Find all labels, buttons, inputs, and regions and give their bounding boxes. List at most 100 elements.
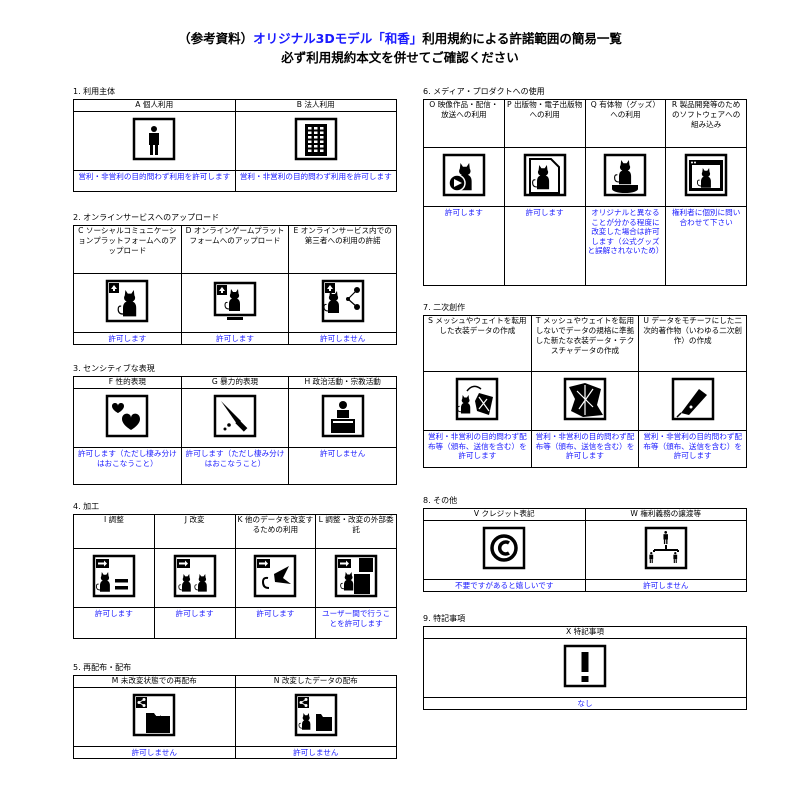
figure-goods-icon — [586, 148, 666, 206]
permission-status: 許可します — [74, 607, 154, 639]
permission-heading: O 映像作品・配信・放送への利用 — [424, 100, 504, 148]
section-title: 4. 加工 — [73, 502, 100, 511]
permission-heading: E オンラインサービス内での第三者への利用の許諾 — [289, 226, 397, 274]
permission-cell: D オンラインゲームプラットフォームへのアップロード許可します — [181, 226, 290, 345]
publication-icon — [505, 148, 585, 206]
title-prefix: （参考資料） — [178, 31, 254, 46]
permission-status: 許可しません — [585, 579, 746, 592]
title-suffix: 利用規約による許諾範囲の簡易一覧 — [422, 31, 622, 46]
copyright-icon — [424, 521, 585, 579]
permission-cell: B 法人利用営利・非営利の目的問わず利用を許可します — [235, 100, 397, 192]
adjust-equal-icon — [74, 549, 154, 607]
permission-heading: M 未改変状態での再配布 — [74, 676, 235, 688]
section-title: 3. センシティブな表現 — [73, 364, 155, 373]
permission-status: 許可しません — [289, 447, 397, 485]
permission-cell: U データをモチーフにした二次的著作物（いわゆる二次創作）の作成営利・非営利の目… — [639, 316, 747, 468]
permission-heading: B 法人利用 — [235, 100, 396, 112]
title-model-name: オリジナル3Dモデル「和香」 — [253, 31, 423, 46]
permission-cell: V クレジット表記不要ですがあると嬉しいです — [424, 509, 586, 592]
permission-grid: S メッシュやウェイトを転用した衣装データの作成営利・非営利の目的問わず配布等（… — [423, 315, 747, 468]
video-play-icon — [424, 148, 504, 206]
mesh-reuse-icon — [424, 372, 531, 430]
permission-heading: T メッシュやウェイトを転用しないでデータの規格に準拠した新たな衣装データ・テク… — [531, 316, 639, 372]
permission-cell: W 権利義務の譲渡等許可しません — [585, 509, 747, 592]
permission-heading: R 製品開発等のためのソフトウェアへの組み込み — [666, 100, 746, 148]
permission-status: 許可します — [235, 607, 316, 639]
permission-heading: G 暴力的表現 — [181, 377, 289, 389]
permission-status: 許可します — [74, 332, 181, 345]
upload-social-icon — [74, 274, 181, 332]
permission-cell: O 映像作品・配信・放送への利用許可します — [424, 100, 505, 286]
permission-heading: X 特記事項 — [424, 627, 746, 639]
permission-status: 許可しません — [74, 746, 235, 759]
page-title: （参考資料）オリジナル3Dモデル「和香」利用規約による許諾範囲の簡易一覧 — [0, 28, 800, 47]
permission-heading: W 権利義務の譲渡等 — [585, 509, 746, 521]
permission-cell: G 暴力的表現許可します（ただし棲み分けはおこなうこと） — [181, 377, 290, 485]
permission-heading: S メッシュやウェイトを転用した衣装データの作成 — [424, 316, 531, 372]
transfer-rights-icon — [586, 521, 747, 579]
permission-cell: X 特記事項なし — [424, 627, 746, 710]
permission-heading: F 性的表現 — [74, 377, 181, 389]
new-outfit-icon — [532, 372, 639, 430]
permission-cell: C ソーシャルコミュニケーションプラットフォームへのアップロード許可します — [74, 226, 182, 345]
use-for-other-icon — [236, 549, 316, 607]
permission-heading: V クレジット表記 — [424, 509, 585, 521]
permission-cell: T メッシュやウェイトを転用しないでデータの規格に準拠した新たな衣装データ・テク… — [531, 316, 640, 468]
permission-cell: R 製品開発等のためのソフトウェアへの組み込み権利者に個別に問い合わせて下さい — [666, 100, 746, 286]
permission-status: 許可します — [504, 206, 585, 286]
permission-cell: P 出版物・電子出版物への利用許可します — [504, 100, 586, 286]
pen-nib-icon — [639, 372, 746, 430]
permission-heading: C ソーシャルコミュニケーションプラットフォームへのアップロード — [74, 226, 181, 274]
permission-heading: N 改変したデータの配布 — [235, 676, 396, 688]
permission-status: 不要ですがあると嬉しいです — [424, 579, 585, 592]
permission-heading: A 個人利用 — [74, 100, 235, 112]
permission-grid: X 特記事項なし — [423, 626, 747, 710]
share-network-icon — [289, 274, 396, 332]
exclamation-icon — [424, 639, 746, 697]
permission-status: 営利・非営利の目的問わず利用を許可します — [74, 170, 235, 192]
section-title: 1. 利用主体 — [73, 87, 116, 96]
section-title: 9. 特記事項 — [423, 614, 466, 623]
permission-status: 営利・非営利の目的問わず配布等（頒布、送信を含む）を許可します — [639, 430, 747, 468]
distribute-modified-icon — [236, 688, 397, 746]
permission-status: 権利者に個別に問い合わせて下さい — [666, 206, 746, 286]
permission-status: 許可します（ただし棲み分けはおこなうこと） — [181, 447, 289, 485]
permission-cell: N 改変したデータの配布許可しません — [235, 676, 397, 759]
permission-heading: I 調整 — [74, 515, 154, 549]
hearts-icon — [74, 389, 181, 447]
permission-cell: M 未改変状態での再配布許可しません — [74, 676, 236, 759]
section-title: 6. メディア・プロダクトへの使用 — [423, 87, 545, 96]
permission-status: なし — [424, 697, 746, 710]
permission-heading: L 調整・改変の外部委託 — [316, 515, 396, 549]
permission-status: 許可しません — [289, 332, 397, 345]
permission-status: 許可します — [181, 332, 289, 345]
modify-cats-icon — [155, 549, 235, 607]
permission-status: オリジナルと異なることが分かる程度に改変した場合は許可します（公式グッズと誤解さ… — [585, 206, 666, 286]
knife-icon — [182, 389, 289, 447]
section-title: 5. 再配布・配布 — [73, 663, 132, 672]
permission-heading: K 他のデータを改変するための利用 — [235, 515, 316, 549]
permission-heading: Q 有体物（グッズ）への利用 — [585, 100, 666, 148]
permission-status: 許可します（ただし棲み分けはおこなうこと） — [74, 447, 181, 485]
permission-heading: H 政治活動・宗教活動 — [289, 377, 397, 389]
permission-status: 営利・非営利の目的問わず利用を許可します — [235, 170, 396, 192]
permission-status: 営利・非営利の目的問わず配布等（頒布、送信を含む）を許可します — [531, 430, 639, 468]
page-subtitle: 必ず利用規約本文を併せてご確認ください — [281, 50, 519, 65]
permission-status: 許可します — [424, 206, 504, 286]
permission-cell: Q 有体物（グッズ）への利用オリジナルと異なることが分かる程度に改変した場合は許… — [585, 100, 667, 286]
permission-heading: D オンラインゲームプラットフォームへのアップロード — [181, 226, 289, 274]
permission-cell: I 調整許可します — [74, 515, 155, 639]
permission-heading: J 改変 — [154, 515, 235, 549]
permission-cell: J 改変許可します — [154, 515, 236, 639]
permission-status: 許可しません — [235, 746, 396, 759]
office-building-icon — [236, 112, 397, 170]
permission-cell: H 政治活動・宗教活動許可しません — [289, 377, 397, 485]
permission-cell: K 他のデータを改変するための利用許可します — [235, 515, 317, 639]
